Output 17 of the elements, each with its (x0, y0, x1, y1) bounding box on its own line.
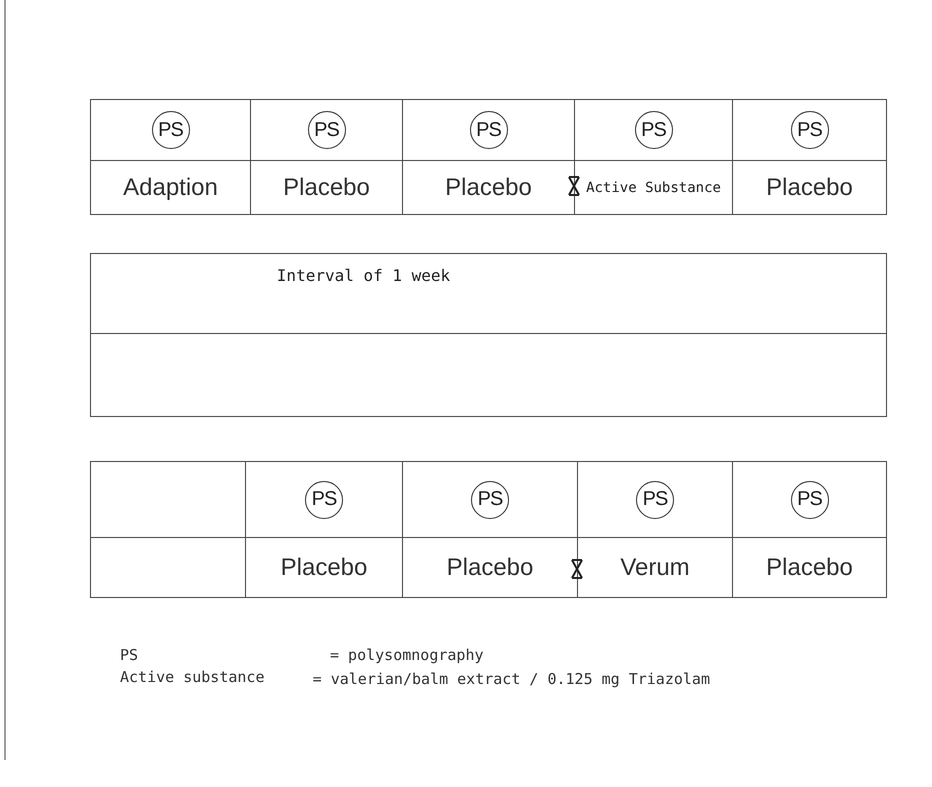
legend-text: = polysomnography (330, 646, 484, 664)
table-cell: Interval of 1 week (90, 253, 887, 334)
legend-text: PS (120, 646, 138, 664)
circled-label: PS (152, 111, 190, 149)
table-cell: Placebo (732, 537, 887, 598)
circled-label: PS (305, 480, 343, 518)
circled-label: PS (790, 111, 828, 149)
circled-label: PS (470, 111, 508, 149)
circled-label: PS (471, 480, 509, 518)
circled-label: PS (790, 480, 828, 518)
circled-label: PS (308, 111, 346, 149)
legend-text: Active substance (120, 668, 264, 686)
table-cell: Placebo (732, 160, 887, 215)
legend-text: = valerian/balm extract / 0.125 mg Triazolam (312, 669, 710, 690)
table-cell: Adaption (90, 160, 251, 215)
circled-label: PS (634, 111, 672, 149)
circled-label: PS (636, 480, 674, 518)
